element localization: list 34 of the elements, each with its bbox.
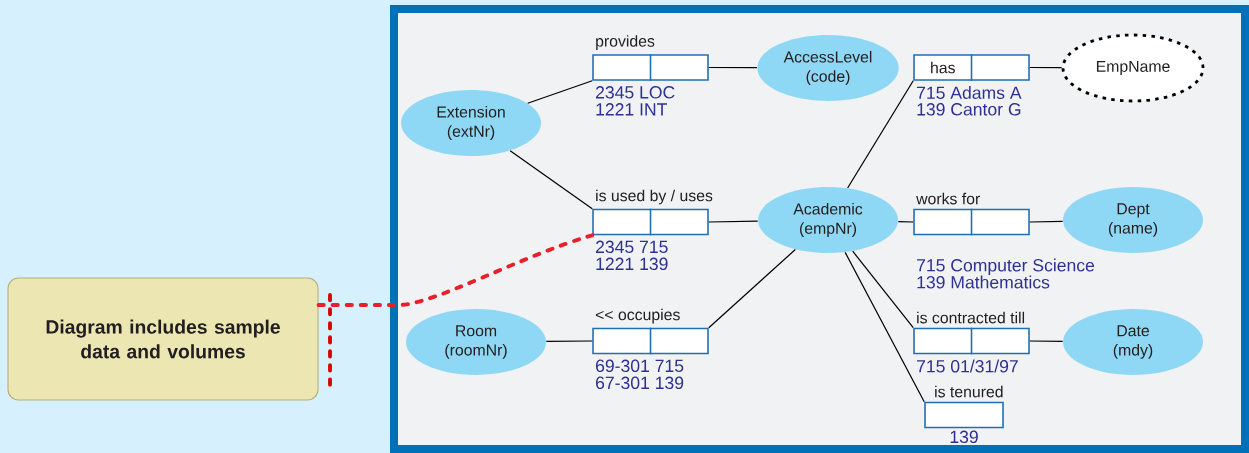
sample-data: 715 Computer Science [917, 258, 1095, 275]
sample-data: 1221 139 [596, 257, 668, 271]
sample-data: 715 Adams A [917, 86, 1022, 99]
connector-line [509, 150, 593, 210]
callout-box: Diagram includes sample data and volumes [7, 277, 319, 401]
predicate-label: works for [916, 192, 980, 205]
sample-data: 715 01/31/97 [917, 359, 1018, 373]
sample-data: 67-301 139 [596, 376, 684, 390]
predicate-label: provides [596, 35, 655, 50]
predicate-label: has [931, 61, 955, 74]
sample-data: 139 Mathematics [917, 275, 1050, 289]
predicate-label: is used by / uses [596, 189, 713, 205]
predicate-label: << occupies [595, 308, 680, 324]
sample-data: 69-301 715 [596, 359, 684, 373]
sample-data: 139 Cantor G [917, 103, 1021, 116]
connector-line [545, 340, 593, 342]
leader-line [316, 233, 595, 307]
sample-data: 1221 INT [596, 103, 667, 116]
sample-data: 139 [950, 430, 978, 444]
predicate-label: is tenured [935, 385, 1003, 398]
connector-line [1029, 220, 1064, 223]
connector-line [708, 220, 759, 223]
connector-line [708, 66, 758, 69]
sample-data: 2345 715 [596, 240, 668, 254]
connector-line [844, 251, 925, 403]
connector-line [1029, 340, 1064, 342]
connector-line [852, 250, 914, 329]
connector-line [527, 80, 593, 104]
connector-line [897, 221, 914, 223]
connector-line [708, 248, 796, 329]
connector-line [1029, 66, 1063, 69]
connector-line [847, 80, 914, 189]
predicate-label: is contracted till [917, 311, 1025, 324]
sample-data: 2345 LOC [596, 86, 675, 99]
